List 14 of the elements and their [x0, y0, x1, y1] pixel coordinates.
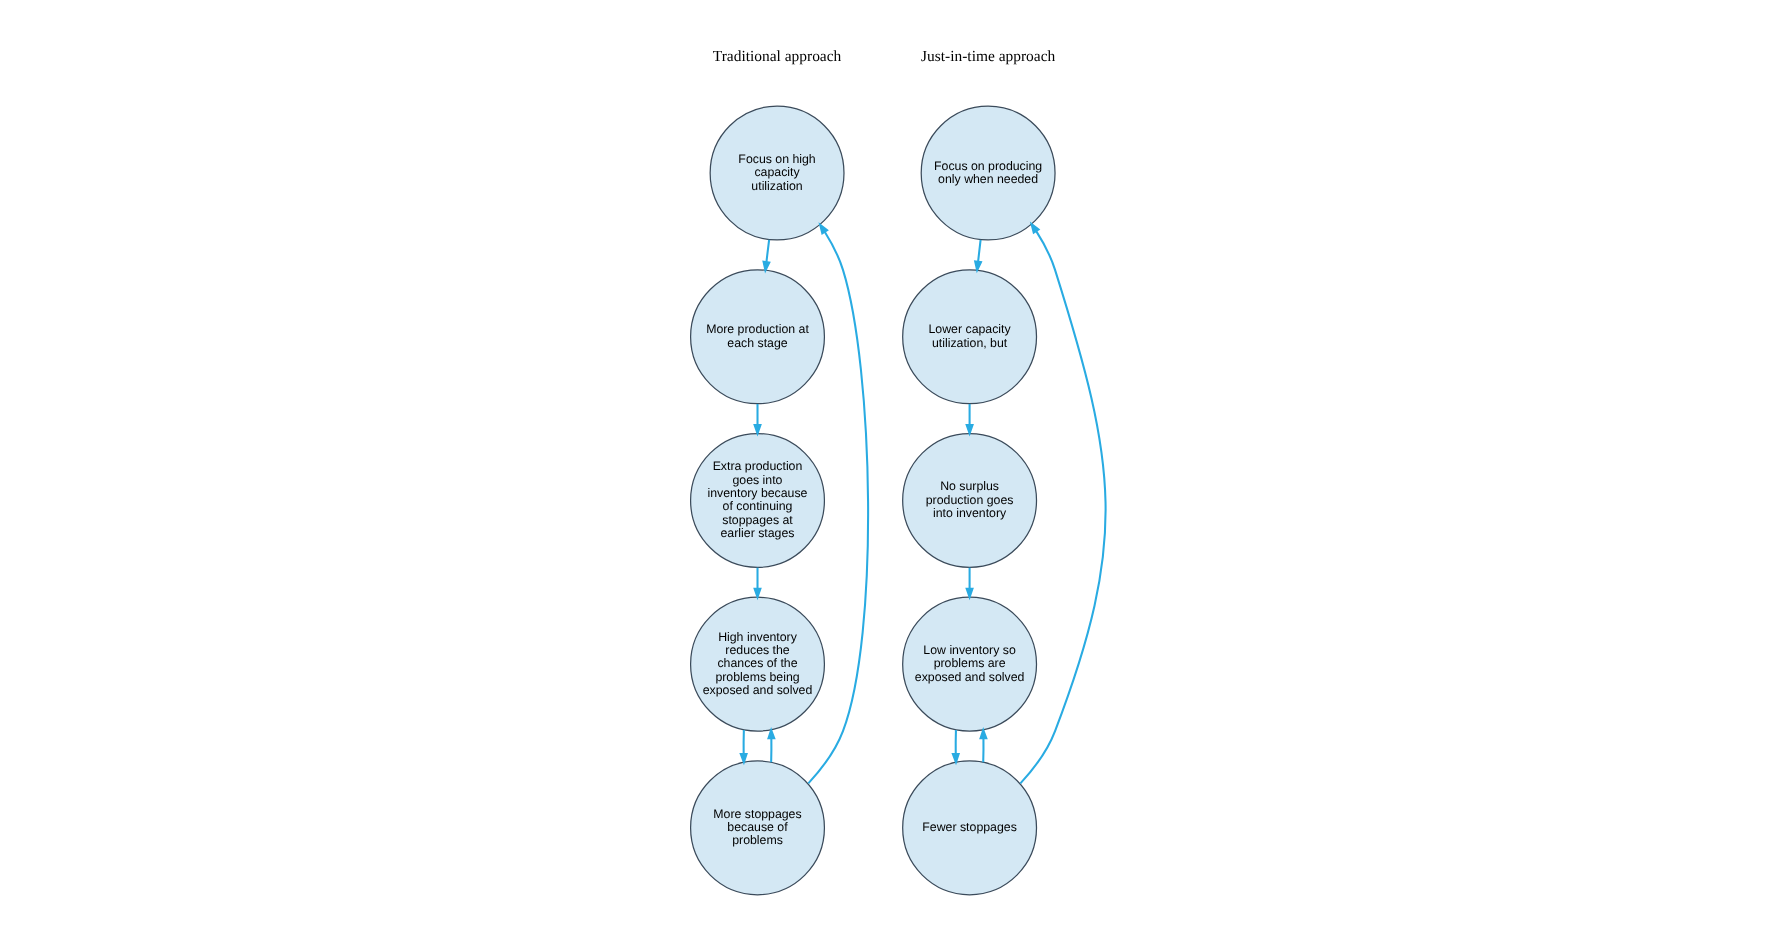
arrow	[1018, 220, 1106, 784]
arrow	[950, 728, 960, 765]
arrow	[972, 238, 982, 273]
arrow	[964, 566, 973, 600]
arrow	[752, 403, 761, 436]
label: Traditional approach	[711, 46, 841, 65]
arrow	[806, 221, 869, 784]
arrow	[738, 728, 747, 765]
arrow	[964, 403, 973, 436]
label: Just-in-time approach	[920, 46, 1055, 65]
arrow	[761, 238, 770, 273]
arrow	[978, 725, 987, 762]
arrow	[752, 566, 761, 600]
arrow	[766, 725, 775, 762]
